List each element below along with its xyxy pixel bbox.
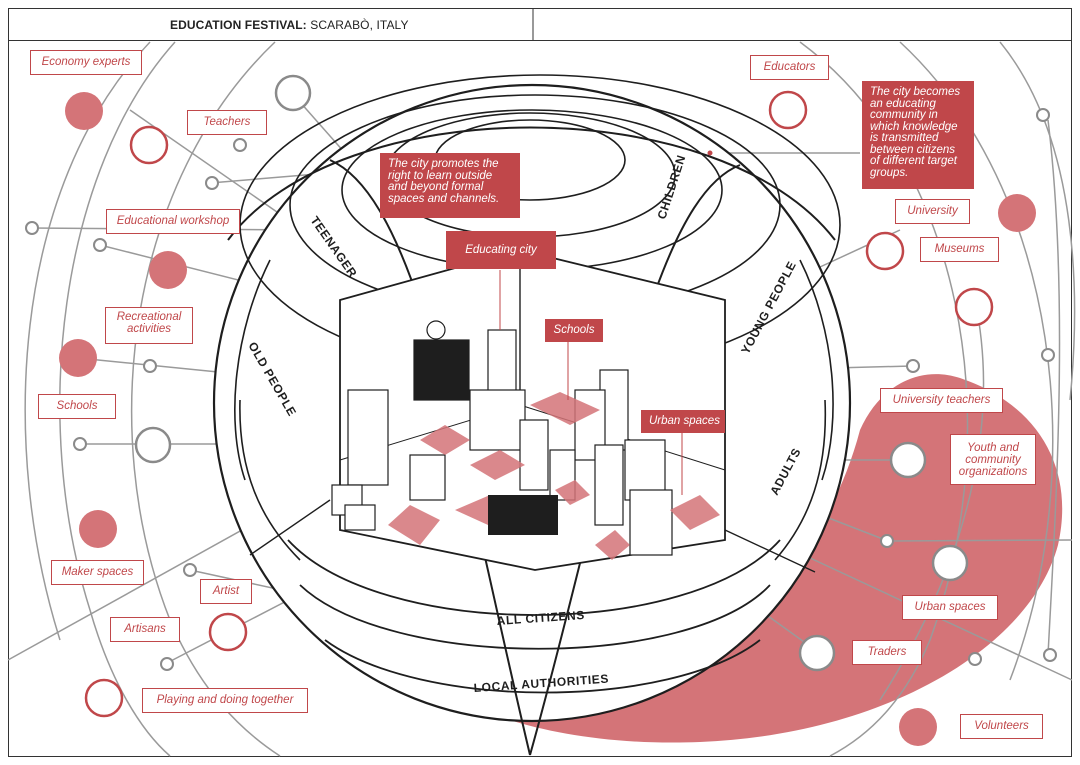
title-rest: SCARABÒ, ITALY bbox=[306, 18, 409, 32]
label-educational-workshop: Educational workshop bbox=[106, 209, 240, 234]
label-university: University bbox=[895, 199, 970, 224]
callout-schools: Schools bbox=[545, 319, 603, 342]
label-university-teachers: University teachers bbox=[880, 388, 1003, 413]
page-title: EDUCATION FESTIVAL: SCARABÒ, ITALY bbox=[170, 18, 409, 32]
callout-connectors bbox=[499, 150, 713, 495]
callout-educating-community: The city becomes an educating community … bbox=[862, 81, 974, 189]
title-bold: EDUCATION FESTIVAL: bbox=[170, 18, 307, 32]
label-teachers: Teachers bbox=[187, 110, 267, 135]
callout-educating-city: Educating city bbox=[446, 231, 556, 269]
label-artisans: Artisans bbox=[110, 617, 180, 642]
label-urban-spaces: Urban spaces bbox=[902, 595, 998, 620]
small-nodes bbox=[25, 108, 1057, 671]
red-outline-nodes bbox=[84, 90, 994, 718]
segment-all-citizens: ALL CITIZENS bbox=[496, 608, 585, 628]
label-educators: Educators bbox=[750, 55, 829, 80]
red-filled-nodes bbox=[59, 92, 1036, 746]
label-recreational-activities: Recreational activities bbox=[105, 307, 193, 344]
label-maker-spaces: Maker spaces bbox=[51, 560, 144, 585]
label-schools: Schools bbox=[38, 394, 116, 419]
label-economy-experts: Economy experts bbox=[30, 50, 142, 75]
label-artist: Artist bbox=[200, 579, 252, 604]
label-traders: Traders bbox=[852, 640, 922, 665]
label-museums: Museums bbox=[920, 237, 999, 262]
large-grey-nodes bbox=[134, 74, 969, 672]
label-volunteers: Volunteers bbox=[960, 714, 1043, 739]
label-youth-organizations: Youth and community organizations bbox=[950, 434, 1036, 485]
callout-urban-spaces: Urban spaces bbox=[641, 410, 725, 433]
callout-city-promotes: The city promotes the right to learn out… bbox=[380, 153, 520, 218]
label-playing-together: Playing and doing together bbox=[142, 688, 308, 713]
